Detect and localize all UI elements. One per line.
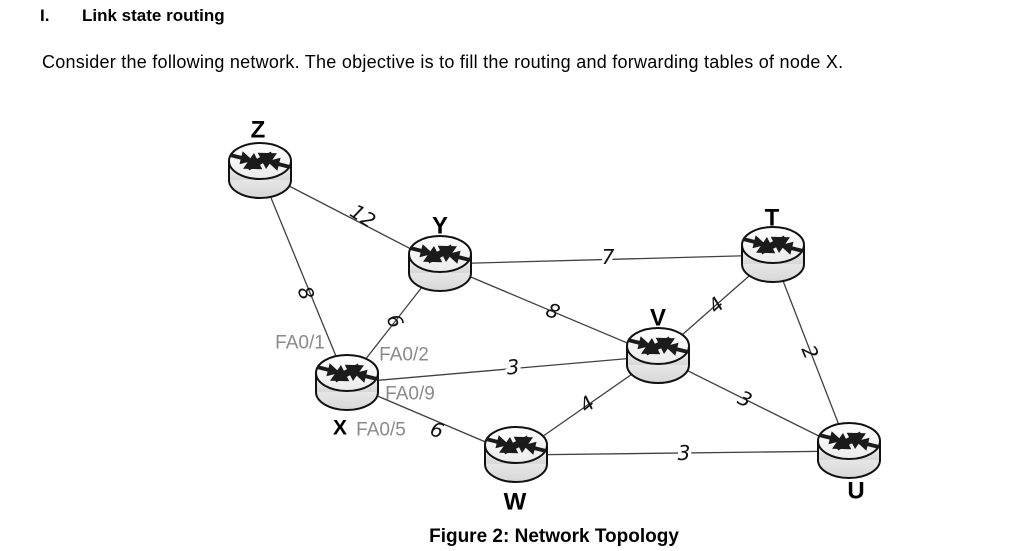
edge-V-U bbox=[657, 355, 850, 452]
router-t-icon bbox=[740, 226, 806, 283]
node-labels: Z Y T V X W U bbox=[251, 117, 865, 516]
edge-Y-T bbox=[439, 254, 774, 265]
node-label-v: V bbox=[650, 305, 666, 332]
router-x-icon bbox=[314, 354, 380, 411]
interface-labels: FA0/1 FA0/2 FA0/9 FA0/5 bbox=[275, 333, 435, 441]
edge-W-U bbox=[515, 450, 850, 456]
iface-label-fa0-1: FA0/1 bbox=[275, 333, 325, 354]
weight-Y-V: 8 bbox=[542, 297, 563, 324]
iface-label-fa0-9: FA0/9 bbox=[385, 384, 435, 405]
weight-W-U: 3 bbox=[678, 441, 691, 465]
section-title: Link state routing bbox=[82, 6, 225, 25]
node-label-y: Y bbox=[432, 213, 448, 240]
router-y-icon bbox=[407, 235, 473, 292]
edge-X-V bbox=[346, 355, 659, 384]
section-numeral: I. bbox=[40, 6, 50, 25]
router-w-icon bbox=[483, 426, 549, 483]
figure-caption: Figure 2: Network Topology bbox=[429, 526, 679, 547]
node-label-t: T bbox=[765, 205, 780, 232]
weight-X-W: 6 bbox=[427, 417, 447, 444]
iface-label-fa0-5: FA0/5 bbox=[356, 420, 406, 441]
weight-Y-T: 7 bbox=[602, 245, 615, 269]
node-label-x: X bbox=[333, 417, 347, 440]
iface-label-fa0-2: FA0/2 bbox=[379, 345, 429, 366]
router-v-icon bbox=[625, 327, 691, 384]
weight-X-V: 3 bbox=[506, 354, 521, 379]
node-label-z: Z bbox=[251, 117, 266, 144]
node-label-u: U bbox=[847, 478, 864, 505]
node-label-w: W bbox=[504, 489, 527, 516]
section-heading: I. Link state routing bbox=[40, 6, 225, 26]
router-u-icon bbox=[816, 422, 882, 479]
intro-text: Consider the following network. The obje… bbox=[42, 52, 844, 72]
weight-Z-X: 8 bbox=[293, 283, 320, 303]
weight-V-T: 4 bbox=[703, 292, 729, 318]
weight-V-U: 3 bbox=[734, 385, 756, 412]
weight-T-U: 2 bbox=[796, 341, 823, 362]
weight-Z-Y: 12 bbox=[346, 199, 380, 233]
edge-Z-X bbox=[259, 170, 348, 384]
weight-V-W: 4 bbox=[575, 391, 600, 418]
weight-Y-X: 6 bbox=[381, 310, 408, 332]
router-z-icon bbox=[227, 142, 293, 199]
edge-T-U bbox=[772, 254, 850, 452]
edge-Y-V bbox=[439, 263, 659, 357]
